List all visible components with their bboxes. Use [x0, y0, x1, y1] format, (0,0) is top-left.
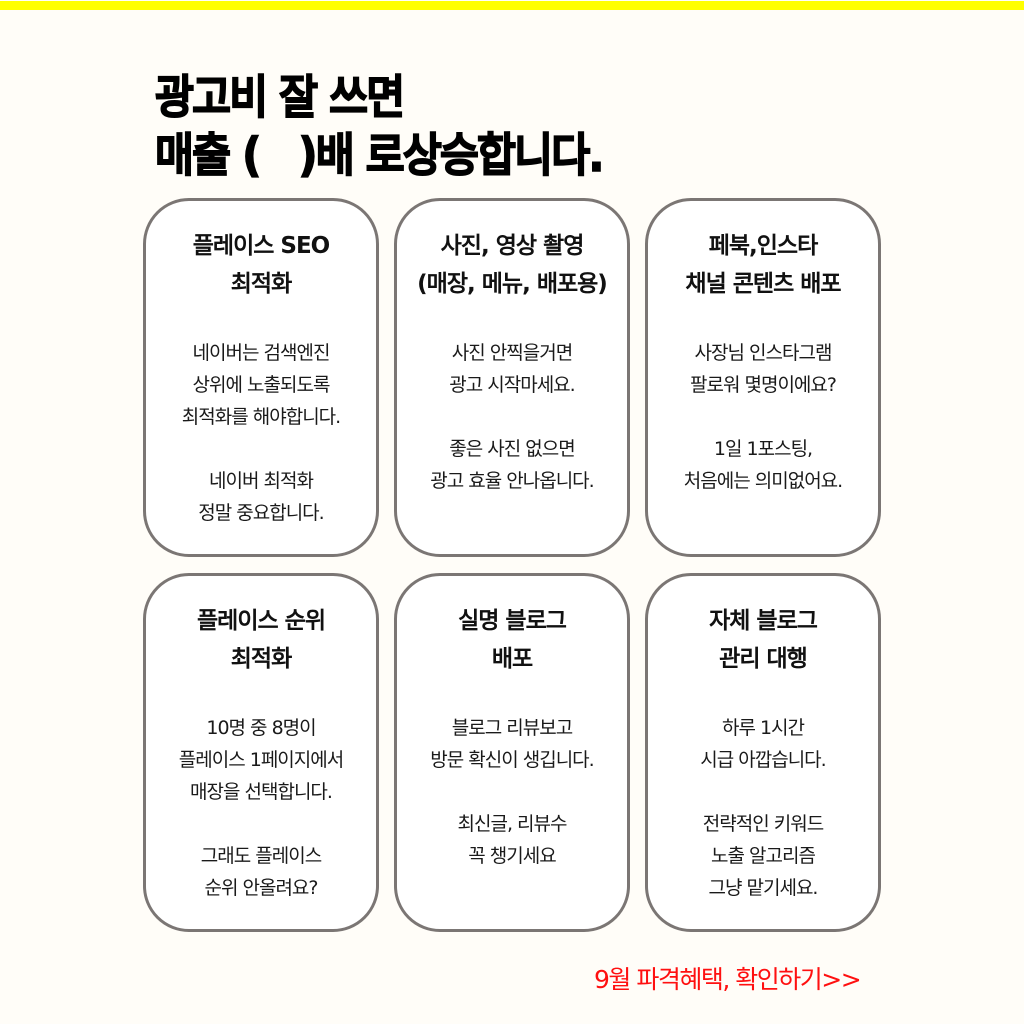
card-paragraph: 사장님 인스타그램 팔로워 몇명이에요? — [690, 342, 837, 396]
headline-line-1: 광고비 잘 쓰면 — [154, 69, 406, 125]
headline-line-2: 매출 ( )배 로상승합니다. — [154, 127, 605, 183]
card-paragraph: 최신글, 리뷰수 꼭 챙기세요 — [457, 813, 568, 867]
card-paragraph: 블로그 리뷰보고 방문 확신이 생깁니다. — [430, 717, 594, 771]
service-card-own-blog: 자체 블로그 관리 대행 하루 1시간 시급 아깝습니다. 전략적인 키워드 노… — [645, 573, 881, 932]
service-card-real-name-blog: 실명 블로그 배포 블로그 리뷰보고 방문 확신이 생깁니다. 최신글, 리뷰수… — [394, 573, 630, 932]
headline: 광고비 잘 쓰면 매출 ( )배 로상승합니다. — [154, 68, 605, 184]
card-title: 플레이스 순위 최적화 — [197, 608, 326, 672]
card-body: 사진 안찍을거면 광고 시작마세요. 좋은 사진 없으면 광고 효율 안나옵니다… — [397, 337, 627, 497]
card-body: 10명 중 8명이 플레이스 1페이지에서 매장을 선택합니다. 그래도 플레이… — [146, 712, 376, 904]
card-paragraph: 좋은 사진 없으면 광고 효율 안나옵니다. — [430, 438, 594, 492]
card-body: 사장님 인스타그램 팔로워 몇명이에요? 1일 1포스팅, 처음에는 의미없어요… — [648, 337, 878, 497]
card-title: 자체 블로그 관리 대행 — [709, 608, 818, 672]
card-paragraph: 네이버 최적화 정말 중요합니다. — [198, 470, 324, 524]
card-title: 사진, 영상 촬영 (매장, 메뉴, 배포용) — [417, 233, 608, 297]
card-body: 하루 1시간 시급 아깝습니다. 전략적인 키워드 노출 알고리즘 그냥 맡기세… — [648, 712, 878, 904]
card-paragraph: 10명 중 8명이 플레이스 1페이지에서 매장을 선택합니다. — [178, 717, 344, 803]
september-offer-link[interactable]: 9월 파격혜택, 확인하기>> — [594, 965, 862, 994]
card-body: 블로그 리뷰보고 방문 확신이 생깁니다. 최신글, 리뷰수 꼭 챙기세요 — [397, 712, 627, 872]
service-card-photo-video: 사진, 영상 촬영 (매장, 메뉴, 배포용) 사진 안찍을거면 광고 시작마세… — [394, 198, 630, 557]
card-title: 실명 블로그 배포 — [458, 608, 567, 672]
card-paragraph: 전략적인 키워드 노출 알고리즘 그냥 맡기세요. — [702, 813, 824, 899]
card-paragraph: 하루 1시간 시급 아깝습니다. — [700, 717, 826, 771]
card-paragraph: 사진 안찍을거면 광고 시작마세요. — [449, 342, 575, 396]
card-title: 페북,인스타 채널 콘텐츠 배포 — [685, 233, 841, 297]
service-card-place-seo: 플레이스 SEO 최적화 네이버는 검색엔진 상위에 노출되도록 최적화를 해야… — [143, 198, 379, 557]
service-card-grid: 플레이스 SEO 최적화 네이버는 검색엔진 상위에 노출되도록 최적화를 해야… — [143, 198, 881, 932]
card-paragraph: 네이버는 검색엔진 상위에 노출되도록 최적화를 해야합니다. — [181, 342, 341, 428]
card-paragraph: 1일 1포스팅, 처음에는 의미없어요. — [683, 438, 843, 492]
top-accent-bar — [0, 1, 1024, 10]
service-card-place-ranking: 플레이스 순위 최적화 10명 중 8명이 플레이스 1페이지에서 매장을 선택… — [143, 573, 379, 932]
service-card-sns-content: 페북,인스타 채널 콘텐츠 배포 사장님 인스타그램 팔로워 몇명이에요? 1일… — [645, 198, 881, 557]
card-title: 플레이스 SEO 최적화 — [192, 233, 330, 297]
card-paragraph: 그래도 플레이스 순위 안올려요? — [200, 845, 322, 899]
card-body: 네이버는 검색엔진 상위에 노출되도록 최적화를 해야합니다. 네이버 최적화 … — [146, 337, 376, 529]
